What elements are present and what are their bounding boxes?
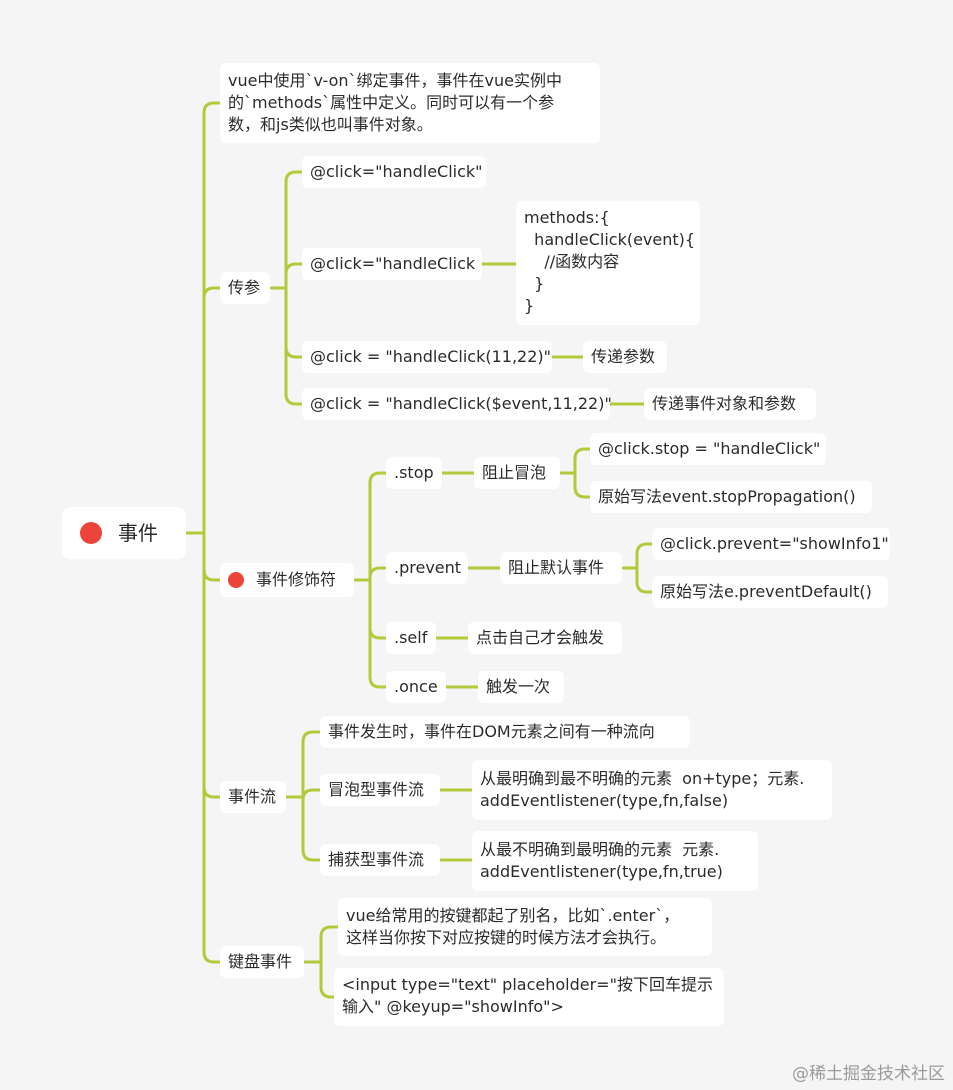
params-item-2[interactable]: @click="handleClick: [302, 248, 482, 280]
params-note-event[interactable]: 传递事件对象和参数: [644, 388, 816, 420]
params-item-4[interactable]: @click = "handleClick($event,11,22)": [302, 388, 612, 420]
intro-text: vue中使用`v-on`绑定事件，事件在vue实例中 的`methods`属性中…: [228, 71, 562, 134]
params-item-3[interactable]: @click = "handleClick(11,22)": [302, 341, 552, 373]
flow-capture[interactable]: 捕获型事件流: [320, 844, 440, 876]
link-params-branch-0: [284, 170, 304, 290]
link-prevent-branch-0: [635, 542, 654, 570]
link-modifiers-branch-2: [368, 578, 388, 640]
params-item-1[interactable]: @click="handleClick": [302, 156, 486, 188]
link-stop-branch-0: [573, 447, 592, 475]
link-params-branch-3: [284, 286, 304, 406]
root-label: 事件: [118, 521, 158, 545]
link-root-branch-1: [202, 286, 222, 535]
modifier-stop-item-2[interactable]: 原始写法event.stopPropagation(): [590, 481, 872, 513]
link-modifiers-branch-3: [368, 578, 388, 689]
modifier-stop-item-1[interactable]: @click.stop = "handleClick": [590, 433, 826, 465]
modifiers-label: 事件修饰符: [256, 570, 337, 589]
red-dot-icon: [228, 572, 244, 588]
link-root-branch-4: [202, 531, 222, 964]
link-params-branch-1: [284, 262, 304, 290]
link-params-branch-2: [284, 286, 304, 359]
flow-bubble[interactable]: 冒泡型事件流: [320, 774, 440, 806]
params-note-pass[interactable]: 传递参数: [583, 341, 667, 373]
link-root-branch-3: [202, 531, 222, 799]
keyboard-desc[interactable]: vue给常用的按键都起了别名，比如`.enter`， 这样当你按下对应按键的时候…: [338, 898, 712, 956]
modifier-once-desc[interactable]: 触发一次: [478, 671, 564, 703]
flow-label: 事件流: [228, 787, 277, 806]
modifier-once[interactable]: .once: [386, 671, 446, 703]
link-root-branch-2: [202, 531, 222, 582]
modifiers-node[interactable]: 事件修饰符: [220, 563, 354, 597]
link-flow-branch-0: [301, 730, 322, 799]
modifier-prevent-item-2[interactable]: 原始写法e.preventDefault(): [652, 576, 888, 608]
flow-bubble-desc[interactable]: 从最明确到最不明确的元素 on+type；元素. addEventlistene…: [472, 760, 832, 820]
link-flow-branch-1: [301, 788, 322, 801]
root-node[interactable]: 事件: [62, 507, 186, 559]
link-stop-branch-1: [573, 471, 592, 499]
keyboard-label: 键盘事件: [228, 952, 293, 971]
params-node[interactable]: 传参: [220, 272, 270, 304]
modifier-self[interactable]: .self: [386, 622, 436, 654]
link-modifiers-branch-0: [368, 471, 388, 582]
link-root-branch-0: [202, 101, 222, 535]
red-dot-icon: [80, 522, 102, 544]
watermark: @稀土掘金技术社区: [792, 1064, 945, 1084]
keyboard-node[interactable]: 键盘事件: [220, 946, 304, 978]
modifier-stop-desc[interactable]: 阻止冒泡: [474, 457, 560, 489]
modifier-self-desc[interactable]: 点击自己才会触发: [468, 622, 622, 654]
params-code-block[interactable]: methods:{ handleClick(event){ //函数内容 } }: [516, 201, 700, 325]
link-prevent-branch-1: [635, 566, 654, 594]
link-keyboard-branch-1: [319, 960, 336, 999]
link-keyboard-branch-0: [319, 925, 340, 964]
modifier-prevent-item-1[interactable]: @click.prevent="showInfo1": [652, 528, 890, 560]
flow-node[interactable]: 事件流: [220, 781, 286, 813]
intro-node[interactable]: vue中使用`v-on`绑定事件，事件在vue实例中 的`methods`属性中…: [220, 63, 600, 143]
link-modifiers-branch-1: [368, 566, 388, 582]
flow-capture-desc[interactable]: 从最不明确到最明确的元素 元素. addEventlistener(type,f…: [472, 831, 758, 891]
link-flow-branch-2: [301, 795, 322, 862]
modifier-prevent[interactable]: .prevent: [386, 552, 468, 584]
modifier-prevent-desc[interactable]: 阻止默认事件: [500, 552, 622, 584]
params-label: 传参: [228, 278, 261, 297]
flow-desc[interactable]: 事件发生时，事件在DOM元素之间有一种流向: [320, 716, 690, 748]
keyboard-example[interactable]: <input type="text" placeholder="按下回车提示 输…: [334, 968, 724, 1026]
modifier-stop[interactable]: .stop: [386, 457, 442, 489]
